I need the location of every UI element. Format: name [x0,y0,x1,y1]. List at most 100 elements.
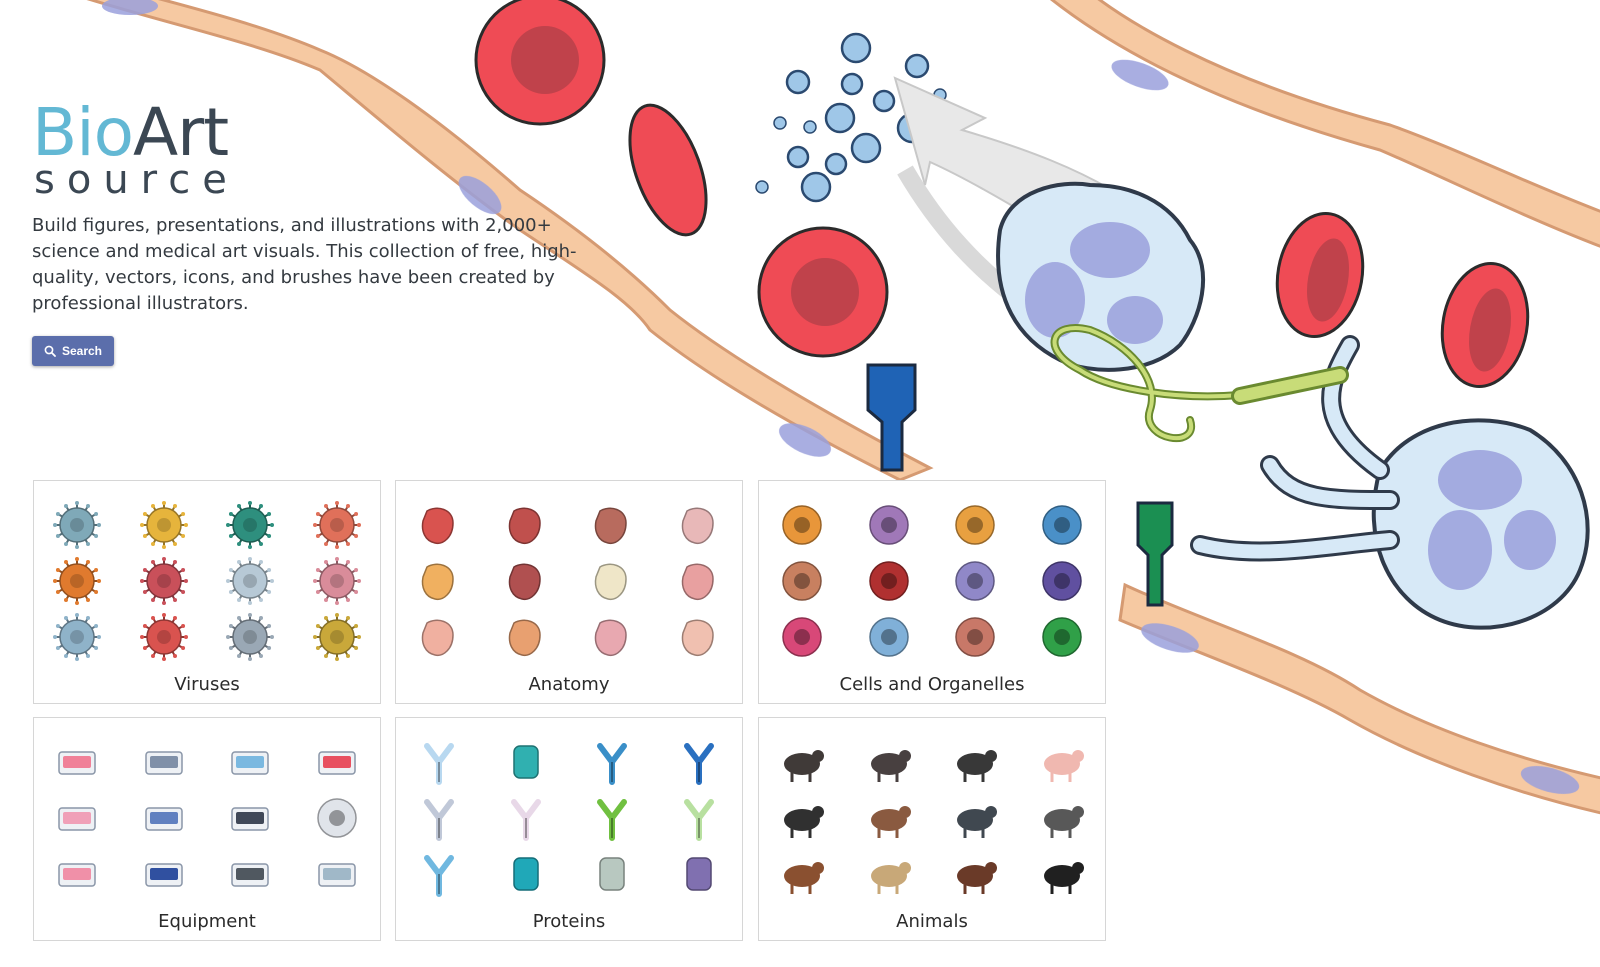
bat-icon [870,806,911,838]
microscope-icon [145,751,183,775]
skunk-icon [1043,862,1084,894]
petri-dish-icon [58,751,96,775]
category-label: Viruses [174,674,240,695]
endothelial-cell-band [86,0,1600,815]
virus-icon [139,501,188,549]
liver-icon [595,507,628,545]
cell-icon [782,617,822,657]
virus-icon [312,613,361,661]
logo-wordmark: BioArt [32,100,239,166]
dividing-cell-icon [1042,617,1082,657]
kidney-icon [508,563,541,601]
helix-protein-icon [686,857,712,891]
category-card-viruses[interactable]: Viruses [33,480,381,704]
virus-icon [226,501,275,549]
virus-icon [53,501,102,549]
virus-icon [139,557,188,605]
pelvis-bone-icon [595,563,628,601]
category-icon-grid [759,734,1105,902]
category-icon-grid [759,497,1105,665]
category-card-equipment[interactable]: Equipment [33,717,381,941]
category-icon-grid [34,497,380,665]
nerve-fiber-icon [869,561,909,601]
lab-machine-icon [145,807,183,831]
virus-icon [226,613,275,661]
intro-text: Build figures, presentations, and illust… [32,215,577,314]
cow-icon [784,806,825,838]
category-card-proteins[interactable]: Proteins [395,717,743,941]
ear-icon [508,619,541,657]
bioart-logo: BioArt source [32,100,239,203]
category-icon-grid [34,734,380,902]
trachea-icon [681,563,714,601]
cell-icon [955,617,995,657]
antibody-icon [683,743,714,785]
receptor-icon [424,743,455,785]
receptor-icon [424,799,455,841]
category-label: Cells and Organelles [839,674,1025,695]
category-icon-grid [396,497,742,665]
red-blood-cells [474,0,1530,388]
ferret-icon [870,750,911,782]
moose-icon [957,862,998,894]
cell-icon [1042,561,1082,601]
receptors [866,363,1174,607]
coronavirus-icon [139,613,188,661]
capsule-protein-icon [599,857,625,891]
cytokine-molecules [755,32,947,203]
capsule-virus-icon [226,557,275,605]
category-label: Animals [896,911,968,932]
cell-icon [869,505,909,545]
search-button-label: Search [61,344,103,358]
protein-blob-icon [513,857,539,891]
mouse-icon [784,750,825,782]
raccoon-icon [1043,806,1084,838]
cell-icon [955,505,995,545]
kidney-icon [508,507,541,545]
category-card-anatomy[interactable]: Anatomy [395,480,743,704]
logo-subtitle: source [34,157,239,203]
channel-protein-icon [513,745,539,779]
pig-icon [1043,750,1084,782]
search-button[interactable]: Search [32,336,114,366]
lab-machine-icon [231,807,269,831]
culture-flask-icon [318,751,356,775]
dendritic-cell-icon [869,617,909,657]
receptor-icon [424,855,455,897]
virus-icon [53,557,102,605]
skin-icon [681,619,714,657]
logo-bio-text: Bio [32,94,134,171]
pipette-tube-icon [231,751,269,775]
category-card-animals[interactable]: Animals [758,717,1106,941]
receptor-icon [683,799,714,841]
dendritic-cell-icon [1042,505,1082,545]
heart-icon [422,507,455,545]
elk-icon [784,862,825,894]
cell-icon [955,561,995,601]
lungs-icon [681,507,714,545]
coronavirus-icon [312,501,361,549]
pancreas-icon [422,563,455,601]
well-plate-icon [58,863,96,887]
category-label: Equipment [158,911,256,932]
syringe-icon [318,863,356,887]
mitochondria-icon [782,561,822,601]
category-label: Anatomy [528,674,610,695]
goat-icon [870,862,911,894]
ebola-virus-icon [312,557,361,605]
intestine-icon [595,619,628,657]
category-label: Proteins [532,911,606,932]
category-icon-grid [396,734,742,902]
gorilla-icon [957,750,998,782]
magnifier-icon [44,345,56,357]
receptor-icon [597,743,628,785]
centrifuge-icon [231,863,269,887]
endothelial-nucleus [102,0,1580,794]
category-card-cells-and-organelles[interactable]: Cells and Organelles [758,480,1106,704]
neuron-icon [782,505,822,545]
well-plate-icon [58,807,96,831]
lab-scale-icon [145,863,183,887]
logo-art-text: Art [133,94,229,171]
bacterium-flagellum [1050,324,1349,443]
